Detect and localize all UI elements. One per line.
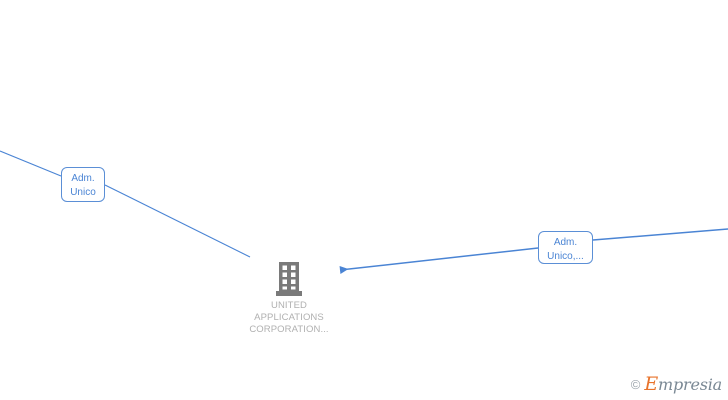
role-label-adm-unico-left[interactable]: Adm. Unico	[61, 167, 105, 202]
brand-initial: E	[644, 373, 658, 395]
building-icon	[276, 262, 302, 296]
company-node-caption: UNITED APPLICATIONS CORPORATION...	[249, 300, 329, 335]
edge-role-right-to-company	[339, 247, 539, 274]
brand-rest: mpresia	[658, 375, 722, 394]
edge-role-right-to-rightedge	[592, 228, 728, 241]
company-node[interactable]: UNITED APPLICATIONS CORPORATION...	[228, 262, 350, 336]
edge-topleft-to-role-left	[0, 150, 62, 177]
copyright-icon: ©	[630, 377, 641, 392]
watermark: © Empresia	[631, 375, 722, 394]
edge-role-left-to-company	[104, 184, 251, 258]
role-label-adm-unico-right[interactable]: Adm. Unico,...	[538, 231, 593, 264]
brand-logo-text: Empresia	[644, 375, 722, 394]
